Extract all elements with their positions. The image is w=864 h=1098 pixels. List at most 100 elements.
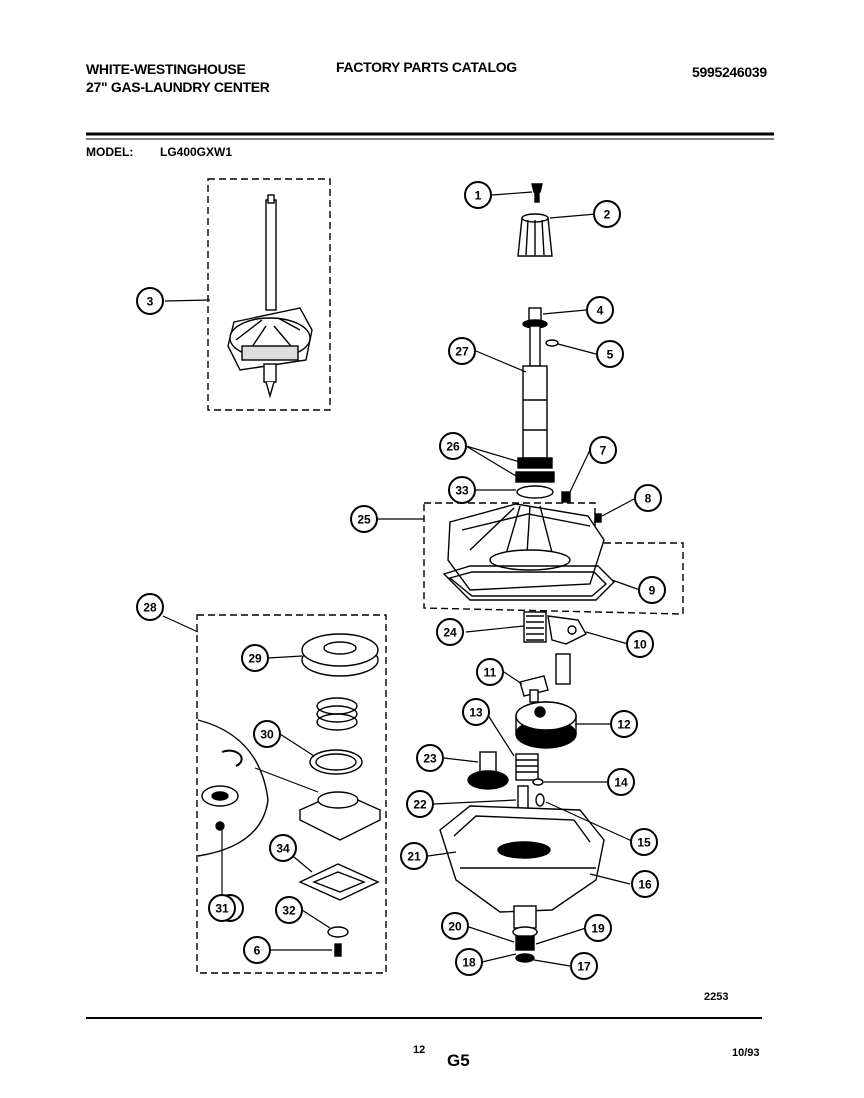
callout-29: 29: [241, 644, 269, 672]
callout-number: 11: [484, 666, 497, 680]
part-spring: [316, 697, 358, 731]
callout-circle: [436, 618, 464, 646]
callout-34: 34: [269, 834, 297, 862]
callout-3: 3: [136, 287, 164, 315]
callout-25: 25: [350, 505, 378, 533]
callout-18: 18: [455, 948, 483, 976]
callout-7: 7: [589, 436, 617, 464]
callout-20: 20: [441, 912, 469, 940]
callout-number: 15: [637, 836, 651, 850]
part-33-seal: [516, 485, 554, 499]
part-8-screw: [594, 513, 602, 523]
callout-circle: [462, 698, 490, 726]
callout-14: 14: [607, 768, 635, 796]
callout-circle: [439, 432, 467, 460]
part-2-agitator-cap: [517, 213, 553, 257]
part-4-drive-block: [522, 307, 548, 329]
callout-circle: [269, 834, 297, 862]
callout-number: 26: [446, 440, 460, 454]
callout-circle: [630, 828, 658, 856]
part-15-ring: [535, 793, 545, 807]
callout-number: 20: [448, 920, 462, 934]
part-31-bearing: [201, 785, 239, 831]
callout-circle: [400, 842, 428, 870]
group-box-25: [423, 502, 684, 615]
diagram-code: 2253: [704, 991, 729, 1003]
part-12-drive-gear: [515, 701, 577, 749]
callout-number: 33: [455, 484, 469, 498]
callout-13: 13: [462, 698, 490, 726]
callout-circle: [208, 894, 236, 922]
callout-circle: [584, 914, 612, 942]
callout-9: 9: [638, 576, 666, 604]
group-box-3: [207, 178, 331, 411]
callout-number: 1: [475, 189, 482, 203]
model-label: MODEL:: [86, 145, 134, 159]
callout-number: 19: [591, 922, 605, 936]
callout-number: 32: [282, 904, 296, 918]
callout-number: 10: [633, 638, 647, 652]
callout-circle: [593, 200, 621, 228]
callout-number: 6: [254, 944, 261, 958]
callout-circle: [448, 476, 476, 504]
callout-circle: [136, 287, 164, 315]
catalog-number: 5995246039: [692, 64, 767, 80]
callout-10: 10: [626, 630, 654, 658]
callout-number: 5: [607, 348, 614, 362]
callout-30: 30: [253, 720, 281, 748]
callout-circle: [631, 870, 659, 898]
callout-number: 30: [260, 728, 274, 742]
callout-number: 24: [443, 626, 457, 640]
part-19-20-shaft-seal: [512, 905, 538, 963]
callout-circle: [589, 436, 617, 464]
part-25-cover-assembly: [447, 503, 605, 591]
product-name: 27" GAS-LAUNDRY CENTER: [86, 79, 270, 95]
part-bearing-block: [298, 791, 382, 841]
section-code: G5: [447, 1051, 470, 1070]
callout-22: 22: [406, 790, 434, 818]
callout-31: 31: [208, 894, 236, 922]
callout-number: 3: [147, 295, 154, 309]
callout-circle: [241, 644, 269, 672]
callout-28: 28: [136, 593, 164, 621]
callout-number: 25: [357, 513, 371, 527]
part-6-screw: [334, 943, 342, 957]
callout-circle: [626, 630, 654, 658]
callout-circle: [476, 658, 504, 686]
part-retaining-ring: [221, 749, 243, 767]
callout-6: 6: [243, 936, 271, 964]
callout-number: 18: [462, 956, 476, 970]
part-9-gasket: [442, 565, 615, 601]
callout-32: 32: [275, 896, 303, 924]
callout-12: 12: [610, 710, 638, 738]
callout-circle: [253, 720, 281, 748]
callout-circle: [455, 948, 483, 976]
part-5-clip: [545, 339, 559, 347]
callout-number: 23: [423, 752, 437, 766]
detail-leader: [254, 767, 319, 793]
callout-number: 28: [143, 601, 157, 615]
callout-17: 17: [570, 952, 598, 980]
part-13-spring: [515, 753, 539, 781]
detail-arc: [197, 719, 269, 857]
callout-5: 5: [596, 340, 624, 368]
callout-circle: [596, 340, 624, 368]
part-27-agitator-shaft: [522, 325, 548, 459]
catalog-title: FACTORY PARTS CATALOG: [336, 59, 517, 75]
part-3-transmission-assembly: [227, 194, 313, 399]
callout-21: 21: [400, 842, 428, 870]
footer-date: 10/93: [732, 1047, 760, 1059]
callout-circle: [441, 912, 469, 940]
part-10-shift-fork: [547, 615, 587, 685]
part-29-boot: [301, 633, 379, 677]
callout-circle: [607, 768, 635, 796]
callout-layer: 1234566789101112131415161718192021222324…: [136, 181, 666, 980]
callout-number: 34: [276, 842, 290, 856]
callout-23: 23: [416, 744, 444, 772]
callout-number: 13: [469, 706, 483, 720]
callout-number: 27: [455, 345, 469, 359]
callout-circle: [243, 936, 271, 964]
part-16-gear-case: [439, 805, 605, 913]
part-23-idler-gear: [467, 751, 509, 790]
callout-24: 24: [436, 618, 464, 646]
